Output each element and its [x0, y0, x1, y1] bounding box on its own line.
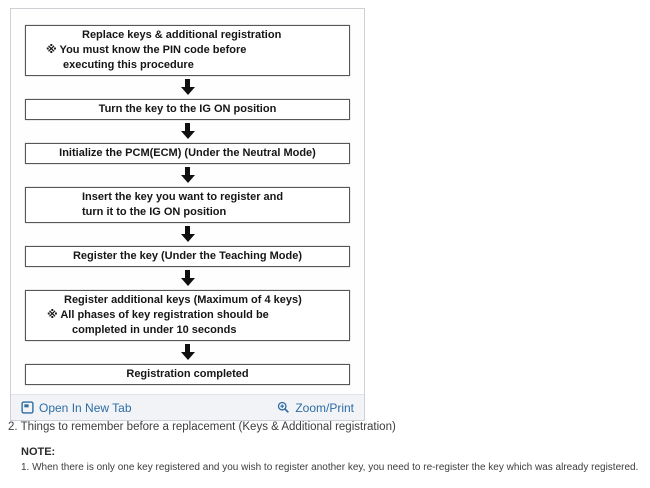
flow-step-text: ※ All phases of key registration should …: [47, 309, 269, 321]
flow-step-text: turn it to the IG ON position: [82, 206, 227, 218]
zoom-print-link[interactable]: Zoom/Print: [277, 401, 354, 415]
flow-step-text: Initialize the PCM(ECM) (Under the Neutr…: [59, 147, 316, 159]
open-in-new-tab-icon: [21, 401, 34, 414]
down-arrow-icon: [180, 226, 195, 242]
flow-step-ig-on: Turn the key to the IG ON position: [25, 99, 350, 120]
flow-step-text: Register additional keys (Maximum of 4 k…: [64, 294, 302, 306]
open-in-new-tab-link[interactable]: Open In New Tab: [21, 401, 132, 415]
open-in-new-tab-label: Open In New Tab: [39, 400, 132, 415]
note-title: NOTE:: [21, 446, 56, 458]
flow-step-register-additional-keys: Register additional keys (Maximum of 4 k…: [25, 290, 350, 341]
note-block: NOTE: 1. When there is only one key regi…: [21, 446, 638, 473]
down-arrow-icon: [180, 167, 195, 183]
flow-step-insert-key: Insert the key you want to register and …: [25, 187, 350, 223]
flow-step-registration-completed: Registration completed: [25, 364, 350, 385]
flowchart: Replace keys & additional registration ※…: [25, 25, 350, 385]
flow-step-text: Registration completed: [126, 368, 249, 380]
flow-step-text: completed in under 10 seconds: [72, 324, 237, 336]
down-arrow-icon: [180, 79, 195, 95]
flowchart-scan-image: Replace keys & additional registration ※…: [11, 9, 364, 394]
section-caption: 2. Things to remember before a replaceme…: [8, 421, 396, 433]
zoom-magnifier-plus-icon: [277, 401, 290, 414]
flow-step-initialize-pcm: Initialize the PCM(ECM) (Under the Neutr…: [25, 143, 350, 164]
flow-step-text: ※ You must know the PIN code before: [46, 44, 247, 56]
down-arrow-icon: [180, 270, 195, 286]
down-arrow-icon: [180, 123, 195, 139]
flow-step-text: executing this procedure: [63, 59, 194, 71]
zoom-print-label: Zoom/Print: [295, 400, 354, 415]
note-item: 1. When there is only one key registered…: [21, 462, 639, 473]
flow-step-text: Turn the key to the IG ON position: [98, 103, 277, 115]
flow-step-text: Register the key (Under the Teaching Mod…: [72, 250, 302, 262]
down-arrow-icon: [180, 344, 195, 360]
flow-step-text: Insert the key you want to register and: [82, 191, 284, 203]
flow-step-register-key: Register the key (Under the Teaching Mod…: [25, 246, 350, 267]
flow-step-text: Replace keys & additional registration: [82, 29, 282, 41]
viewer-footer-bar: Open In New Tab Zoom/Print: [11, 394, 364, 420]
diagram-viewer-panel: Replace keys & additional registration ※…: [10, 8, 365, 421]
flow-step-replace-keys: Replace keys & additional registration ※…: [25, 25, 350, 76]
